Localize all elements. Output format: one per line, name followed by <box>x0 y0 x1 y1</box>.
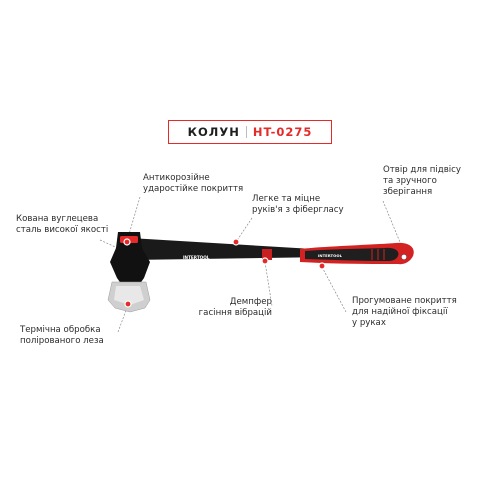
callout-line-handle <box>235 217 253 243</box>
blade-shine <box>114 286 144 305</box>
axe-head <box>110 232 150 288</box>
grip-inlay <box>305 247 399 261</box>
marker-coating <box>123 238 131 246</box>
callout-line-steel <box>99 239 123 251</box>
product-title-box: КОЛУН HT-0275 <box>168 120 332 144</box>
brand-logo-grip: INTERTOOL <box>318 253 343 258</box>
callout-line-hole <box>382 200 403 248</box>
callout-line-blade <box>117 304 129 333</box>
callout-steel: Кована вуглецева сталь високої якості <box>16 214 109 235</box>
fiberglass-handle <box>130 238 330 260</box>
hanging-hole-icon <box>401 254 407 260</box>
callout-grip: Прогумоване покриття для надійної фіксац… <box>352 296 457 328</box>
callout-lines <box>99 196 403 333</box>
callout-line-grip <box>321 266 347 313</box>
brand-logo: INTERTOOL <box>183 255 210 260</box>
marker-damper <box>261 257 269 265</box>
product-model: HT-0275 <box>252 125 313 139</box>
product-name: КОЛУН <box>187 125 240 139</box>
callout-damper: Демпфер гасіння вібрацій <box>198 297 272 318</box>
marker-grip <box>318 262 326 270</box>
vibration-damper <box>262 249 272 260</box>
callout-markers <box>123 238 326 308</box>
callout-handle: Легке та міцне руків'я з фібергласу <box>252 194 344 215</box>
marker-handle <box>232 238 240 246</box>
callout-blade: Термічна обробка полірованого леза <box>20 325 104 346</box>
grip-ribs <box>371 249 385 260</box>
callout-line-damper <box>264 261 273 307</box>
callout-coating: Антикорозійне ударостійке покриття <box>143 173 244 194</box>
callout-hole: Отвір для підвісу та зручного зберігання <box>383 165 461 197</box>
marker-blade <box>124 300 132 308</box>
title-divider <box>245 126 247 138</box>
callout-line-coating <box>126 196 141 242</box>
